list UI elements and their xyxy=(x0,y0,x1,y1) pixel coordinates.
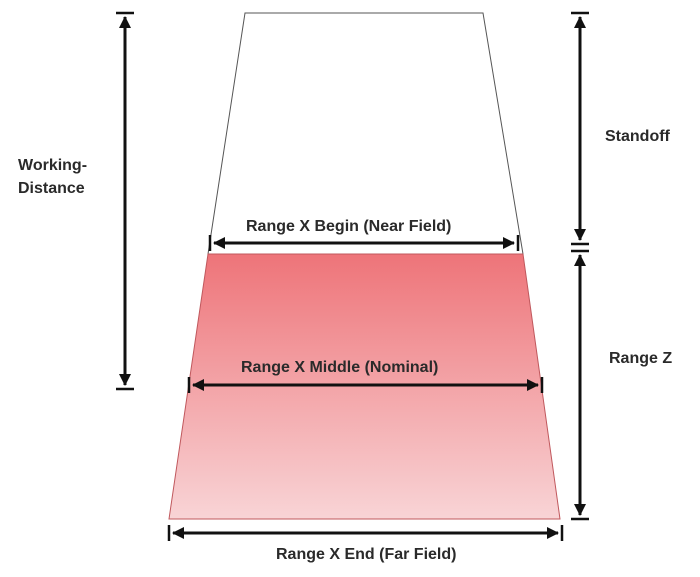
range-x-end-label: Range X End (Far Field) xyxy=(276,546,457,563)
range-x-middle-label: Range X Middle (Nominal) xyxy=(241,359,439,376)
range-x-begin-arrow xyxy=(208,235,520,251)
range-z-arrow xyxy=(571,249,589,521)
working-distance-label-line1: Working- xyxy=(18,157,88,174)
range-x-begin-label: Range X Begin (Near Field) xyxy=(246,218,452,235)
standoff-arrow xyxy=(571,11,589,246)
working-distance-arrow xyxy=(116,11,134,391)
range-x-middle-arrow xyxy=(187,377,544,393)
range-z-label: Range Z xyxy=(609,350,673,367)
standoff-label: Standoff xyxy=(605,128,670,145)
range-x-end-arrow xyxy=(167,525,564,541)
working-distance-label-line2: Distance xyxy=(18,180,85,197)
